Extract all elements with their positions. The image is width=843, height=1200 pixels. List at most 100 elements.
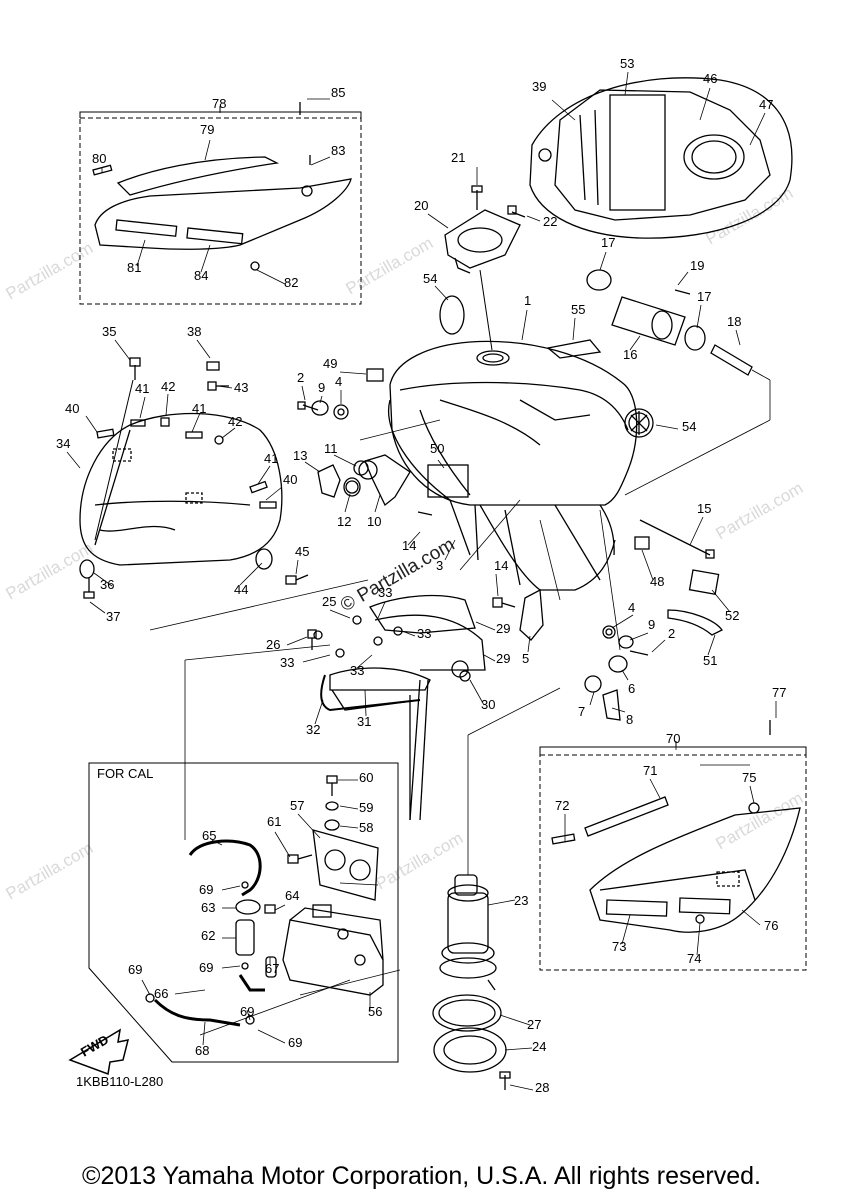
pad-52: [688, 569, 720, 595]
callout-leader: [339, 371, 367, 375]
callout-leader: [707, 634, 716, 656]
callout-leader: [221, 427, 236, 439]
clips-69: [145, 881, 255, 1025]
bolt-45: [285, 574, 309, 585]
watermark: Partzilla.com: [343, 233, 437, 298]
callout-leader: [286, 636, 308, 646]
callout-leader: [499, 1014, 531, 1026]
hose-32-31: [320, 674, 421, 820]
callout-leader: [265, 486, 283, 501]
callout-label: 57: [290, 798, 304, 813]
callout-label: 17: [697, 289, 711, 304]
damper-6: [608, 655, 628, 673]
callout-label: 30: [481, 697, 495, 712]
collar-9: [311, 400, 329, 416]
washer-4: [333, 404, 349, 420]
callout-label: 46: [703, 71, 717, 86]
callout-leader: [427, 213, 449, 229]
bolt-26: [307, 629, 317, 650]
callout-leader: [257, 1029, 286, 1044]
callout-leader: [504, 1047, 533, 1051]
callout-label: 49: [323, 356, 337, 371]
bolt-35: [94, 357, 141, 541]
bracket-8: [602, 689, 621, 721]
clip-38: [206, 361, 220, 371]
callout-leader: [469, 679, 485, 706]
collar-44: [255, 548, 273, 570]
callout-label: 65: [202, 828, 216, 843]
callout-label: 36: [100, 577, 114, 592]
callout-label: 23: [514, 893, 528, 908]
fwd-arrow-icon: FWD: [68, 1028, 130, 1076]
callout-label: 76: [764, 918, 778, 933]
frame-rail: [329, 594, 486, 821]
callout-label: 34: [56, 436, 70, 451]
watermark: Partzilla.com: [703, 183, 797, 248]
leader-lines: [149, 369, 771, 1036]
callout-label: 51: [703, 653, 717, 668]
callout-label: 1: [524, 293, 531, 308]
callout-leader: [677, 271, 689, 286]
callout-leader: [735, 329, 741, 346]
callout-label: 28: [535, 1080, 549, 1095]
callout-leader: [487, 899, 516, 906]
callout-label: 33: [417, 626, 431, 641]
damper-49: [366, 368, 384, 382]
callout-leader: [624, 71, 629, 96]
callout-label: 29: [496, 651, 510, 666]
collar-9b: [618, 635, 634, 649]
callout-label: 31: [357, 714, 371, 729]
callout-leader: [333, 454, 357, 467]
callout-label: 50: [430, 441, 444, 456]
callout-label: 77: [772, 685, 786, 700]
callout-leader: [651, 639, 666, 653]
callout-label: 81: [127, 260, 141, 275]
joint-63: [235, 899, 261, 915]
callout-label: 59: [359, 800, 373, 815]
callout-label: 6: [628, 681, 635, 696]
bracket-70: [539, 746, 807, 755]
callout-label: 63: [201, 900, 215, 915]
callout-label: 80: [92, 151, 106, 166]
o-ring-27: [432, 994, 502, 1032]
callout-label: 85: [331, 85, 345, 100]
watermark: Partzilla.com: [3, 238, 97, 303]
emblem: [624, 408, 654, 438]
callout-label: 83: [331, 143, 345, 158]
callout-leader: [165, 393, 169, 416]
callout-leader: [85, 415, 98, 433]
callout-leader: [295, 559, 299, 575]
screw-10: [417, 511, 433, 516]
callout-leader: [589, 691, 595, 706]
bolt-37: [83, 578, 95, 599]
callout-label: 2: [668, 626, 675, 641]
callout-label: 41: [135, 381, 149, 396]
callout-label: 3: [436, 558, 443, 573]
callout-leader: [196, 339, 211, 359]
for-cal-label: FOR CAL: [97, 766, 153, 781]
callout-leader: [301, 385, 306, 401]
callout-label: 16: [623, 347, 637, 362]
callout-label: 13: [293, 448, 307, 463]
watermark: Partzilla.com: [373, 828, 467, 893]
callout-label: 74: [687, 951, 701, 966]
watermark: Partzilla.com: [3, 838, 97, 903]
clamps-33: [313, 615, 403, 658]
callout-leader: [407, 531, 421, 546]
callout-leader: [444, 539, 456, 561]
callout-label: 4: [628, 600, 635, 615]
callout-label: 35: [102, 324, 116, 339]
bracket-10: [343, 454, 411, 507]
callout-label: 9: [318, 380, 325, 395]
side-cover-group-box: [79, 117, 362, 305]
washer-4b: [602, 625, 616, 639]
callout-label: 10: [367, 514, 381, 529]
callout-label: 7: [578, 704, 585, 719]
callout-leader: [221, 965, 241, 969]
watermark-main: © Partzilla.com: [337, 534, 458, 616]
callout-leader: [475, 621, 496, 631]
callout-label: 52: [725, 608, 739, 623]
callout-label: 69: [199, 882, 213, 897]
callout-leader: [319, 395, 323, 404]
